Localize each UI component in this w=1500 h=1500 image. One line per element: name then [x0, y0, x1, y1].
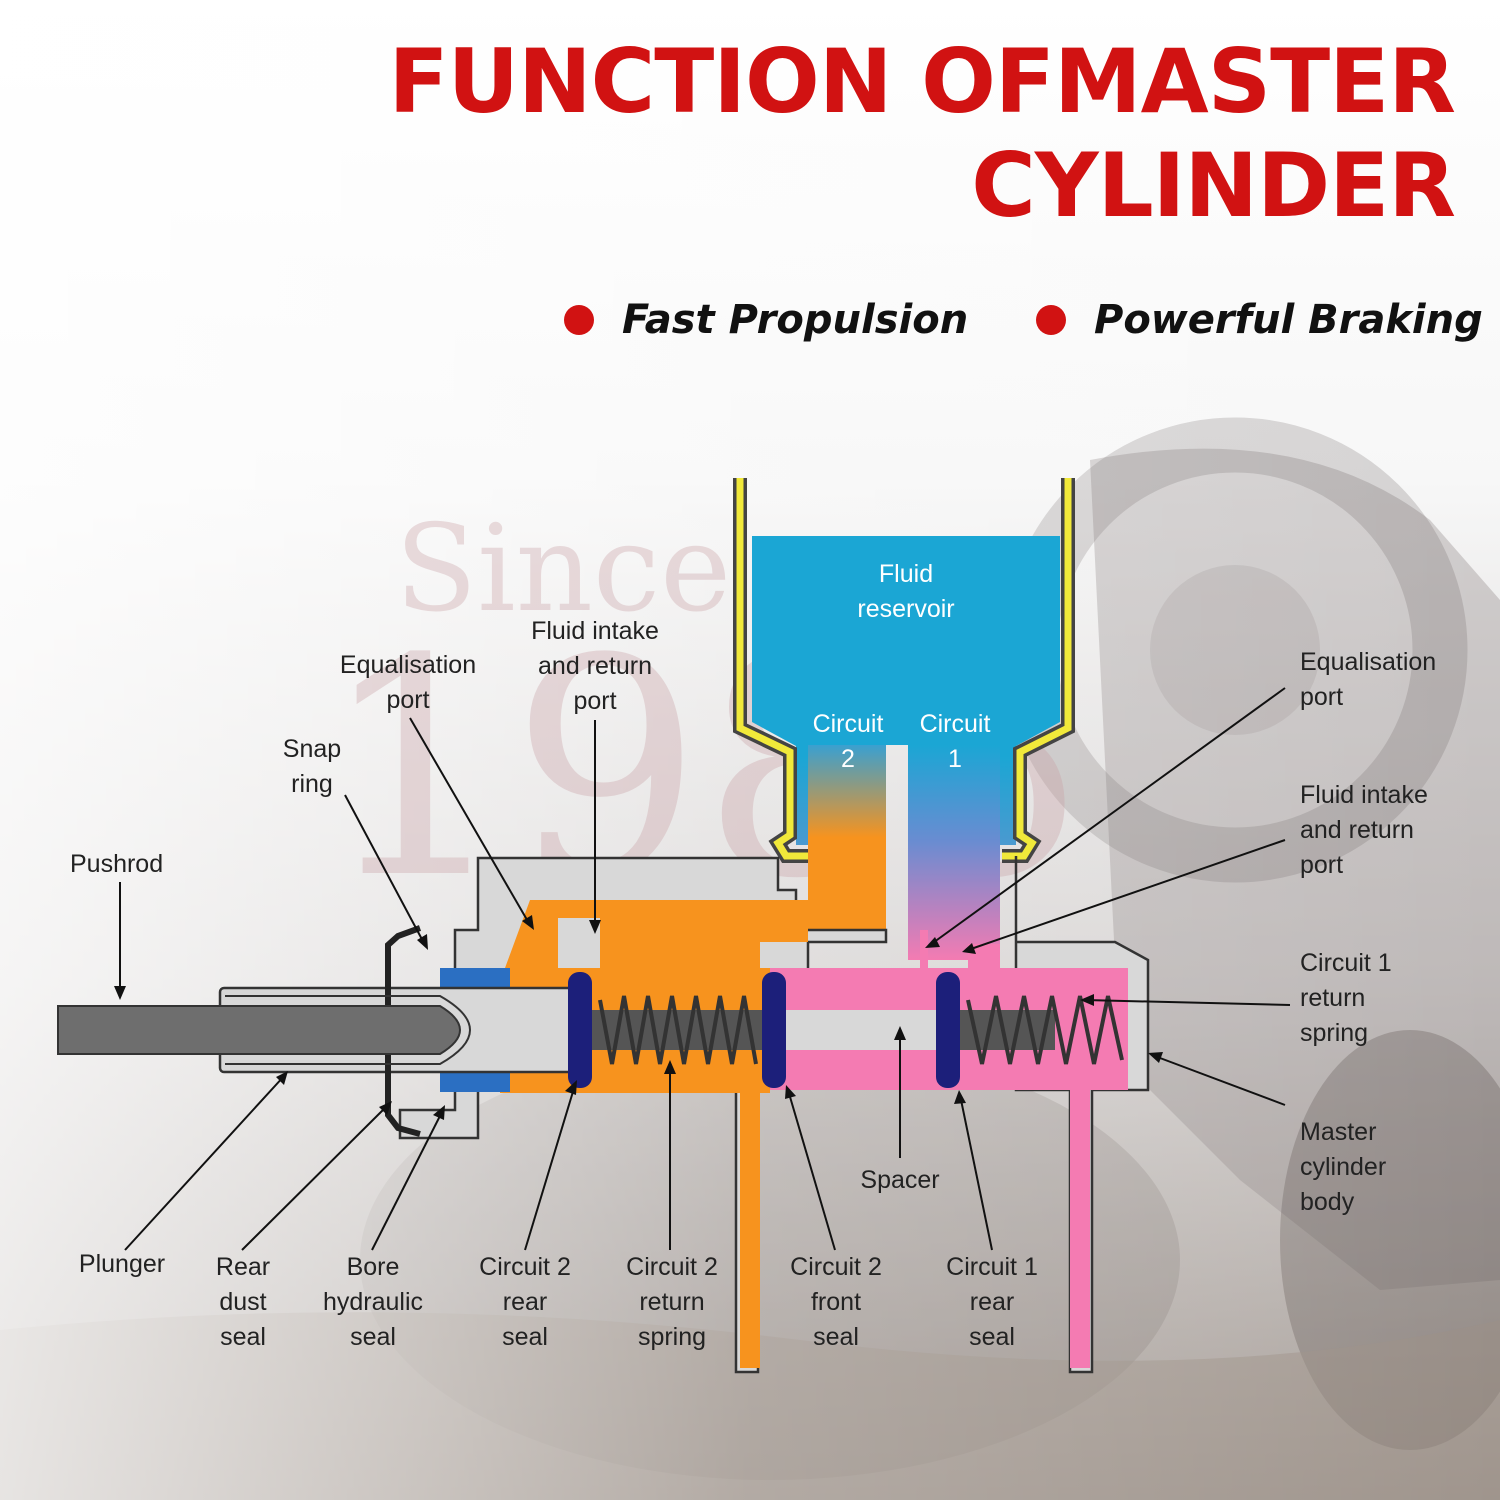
label-equalisation-port-left: Equalisation port	[339, 651, 477, 714]
bullet-powerful-braking: Powerful Braking	[1036, 292, 1483, 348]
title-line-1: FUNCTION OFMASTER	[388, 30, 1456, 133]
bullet-text: Powerful Braking	[1094, 297, 1483, 343]
label-circuit-2-return-spring: Circuit 2 return spring	[626, 1253, 718, 1351]
label-snap-ring: Snap ring	[282, 735, 342, 798]
label-circuit-2-front-seal: Circuit 2 front seal	[790, 1253, 882, 1351]
bullet-fast-propulsion: Fast Propulsion	[564, 292, 968, 348]
label-circuit-1-rear-seal: Circuit 1 rear seal	[946, 1253, 1038, 1351]
title-line-2: CYLINDER	[971, 134, 1456, 237]
label-spacer: Spacer	[860, 1166, 940, 1194]
pushrod	[57, 995, 471, 1065]
leader-arrowheads	[114, 915, 1163, 1120]
label-circuit-2-rear-seal: Circuit 2 rear seal	[479, 1253, 571, 1351]
leader-lines	[119, 687, 1291, 1251]
label-fluid-reservoir: Fluid reservoir	[857, 560, 955, 623]
label-pushrod: Pushrod	[70, 850, 164, 878]
circuit-1-return-spring	[966, 995, 1124, 1065]
bullet-dot-icon	[564, 305, 594, 335]
bullet-text: Fast Propulsion	[622, 297, 969, 343]
label-equalisation-port-right: Equalisation port	[1300, 648, 1437, 711]
label-bore-hydraulic-seal: Bore hydraulic seal	[322, 1253, 424, 1351]
label-rear-dust-seal: Rear dust seal	[215, 1253, 271, 1351]
label-fluid-intake-right: Fluid intake and return port	[1300, 781, 1428, 879]
label-master-cylinder-body: Master cylinder body	[1300, 1118, 1387, 1216]
label-circuit-2-reservoir: Circuit 2	[812, 710, 884, 773]
label-circuit-1-reservoir: Circuit 1	[919, 710, 991, 773]
label-fluid-intake-left: Fluid intake and return port	[531, 617, 659, 715]
circuit-2-return-spring	[598, 995, 758, 1065]
fluid-reservoir	[733, 478, 1075, 960]
watermark-since: Since	[395, 500, 732, 639]
bullet-dot-icon	[1036, 305, 1066, 335]
label-plunger: Plunger	[78, 1250, 166, 1278]
label-circuit-1-return-spring: Circuit 1 return spring	[1300, 949, 1392, 1047]
page-title: FUNCTION OFMASTER CYLINDER	[388, 30, 1456, 238]
